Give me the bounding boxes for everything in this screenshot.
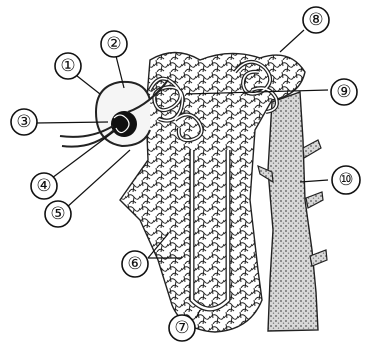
svg-text:⑤: ⑤ — [50, 204, 65, 224]
label-4: ④ — [31, 173, 57, 199]
label-2: ② — [101, 31, 127, 57]
label-8: ⑧ — [303, 7, 329, 33]
collecting-duct-branch — [306, 192, 323, 208]
label-1: ① — [55, 53, 81, 79]
svg-text:⑩: ⑩ — [338, 170, 353, 190]
label-9: ⑨ — [331, 79, 357, 105]
label-3: ③ — [11, 109, 37, 135]
svg-text:③: ③ — [16, 112, 31, 132]
svg-text:⑥: ⑥ — [127, 254, 142, 274]
collecting-duct — [268, 92, 318, 331]
svg-text:④: ④ — [36, 176, 51, 196]
svg-text:⑨: ⑨ — [336, 82, 351, 102]
label-6: ⑥ — [122, 251, 148, 277]
svg-text:⑦: ⑦ — [174, 318, 189, 338]
label-10: ⑩ — [332, 166, 360, 194]
label-5: ⑤ — [45, 201, 71, 227]
svg-text:①: ① — [60, 56, 75, 76]
svg-text:②: ② — [106, 34, 121, 54]
svg-text:⑧: ⑧ — [308, 10, 323, 30]
collecting-duct-branch — [303, 140, 321, 158]
label-7: ⑦ — [169, 315, 195, 341]
glomerulus — [111, 111, 137, 137]
